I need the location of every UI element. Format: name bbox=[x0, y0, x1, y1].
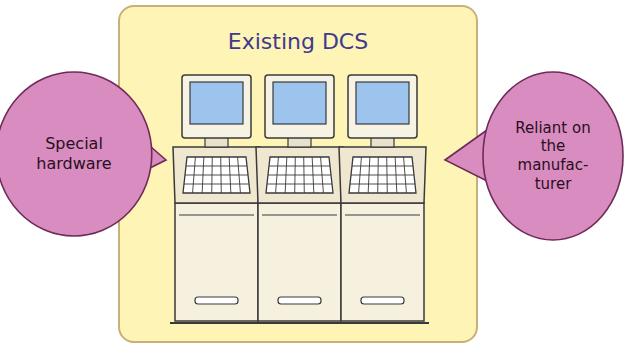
monitor-screen bbox=[190, 82, 243, 124]
speech-bubble: Special hardware bbox=[0, 68, 168, 240]
keyboard-col bbox=[321, 157, 324, 193]
cabinet-line bbox=[262, 215, 337, 216]
dcs-console-illustration bbox=[170, 75, 429, 323]
cabinet-handle bbox=[195, 297, 238, 304]
cabinet bbox=[175, 203, 258, 321]
keyboard-col bbox=[303, 157, 305, 193]
monitor bbox=[265, 75, 334, 138]
speech-bubble: Reliant on the manufac- turer bbox=[441, 66, 627, 244]
cabinet-line bbox=[345, 215, 420, 216]
bubble-ellipse bbox=[0, 72, 152, 236]
bubble-ellipse bbox=[483, 72, 623, 240]
system-panel: Existing DCS bbox=[118, 5, 478, 343]
keyboard-col bbox=[202, 157, 204, 193]
keyboard-col bbox=[294, 157, 296, 193]
console-unit bbox=[339, 75, 426, 321]
keyboard-col bbox=[229, 157, 231, 193]
cabinet bbox=[258, 203, 341, 321]
bubble-fill bbox=[485, 74, 622, 239]
keyboard-col bbox=[395, 157, 397, 193]
bubble-text: Reliant on the manufac- turer bbox=[511, 119, 595, 194]
keyboard bbox=[349, 157, 416, 193]
keyboard-col bbox=[359, 157, 362, 193]
monitor bbox=[348, 75, 417, 138]
keyboard-col bbox=[312, 157, 314, 193]
keyboard-col bbox=[404, 157, 407, 193]
cabinet bbox=[341, 203, 424, 321]
console-desk bbox=[339, 147, 426, 203]
console-unit bbox=[256, 75, 343, 321]
cabinet-line bbox=[179, 215, 254, 216]
illustration bbox=[120, 7, 476, 341]
bubble-outline bbox=[441, 66, 627, 244]
keyboard bbox=[183, 157, 250, 193]
keyboard-col bbox=[377, 157, 379, 193]
bubble-text: Special hardware bbox=[18, 134, 130, 174]
keyboard-col bbox=[386, 157, 388, 193]
monitor-screen bbox=[356, 82, 409, 124]
cabinet-handle bbox=[278, 297, 321, 304]
keyboard-col bbox=[276, 157, 279, 193]
bubble-fill bbox=[0, 74, 150, 235]
keyboard-col bbox=[238, 157, 241, 193]
keyboard-col bbox=[211, 157, 213, 193]
monitor-screen bbox=[273, 82, 326, 124]
keyboard-col bbox=[220, 157, 222, 193]
keyboard-col bbox=[368, 157, 370, 193]
keyboard bbox=[266, 157, 333, 193]
panel-title: Existing DCS bbox=[228, 29, 368, 54]
console-desk bbox=[173, 147, 260, 203]
floor-line bbox=[170, 322, 429, 324]
cabinet-handle bbox=[361, 297, 404, 304]
monitor bbox=[182, 75, 251, 138]
console-desk bbox=[256, 147, 343, 203]
keyboard-col bbox=[193, 157, 196, 193]
console-unit bbox=[173, 75, 260, 321]
keyboard-col bbox=[285, 157, 287, 193]
